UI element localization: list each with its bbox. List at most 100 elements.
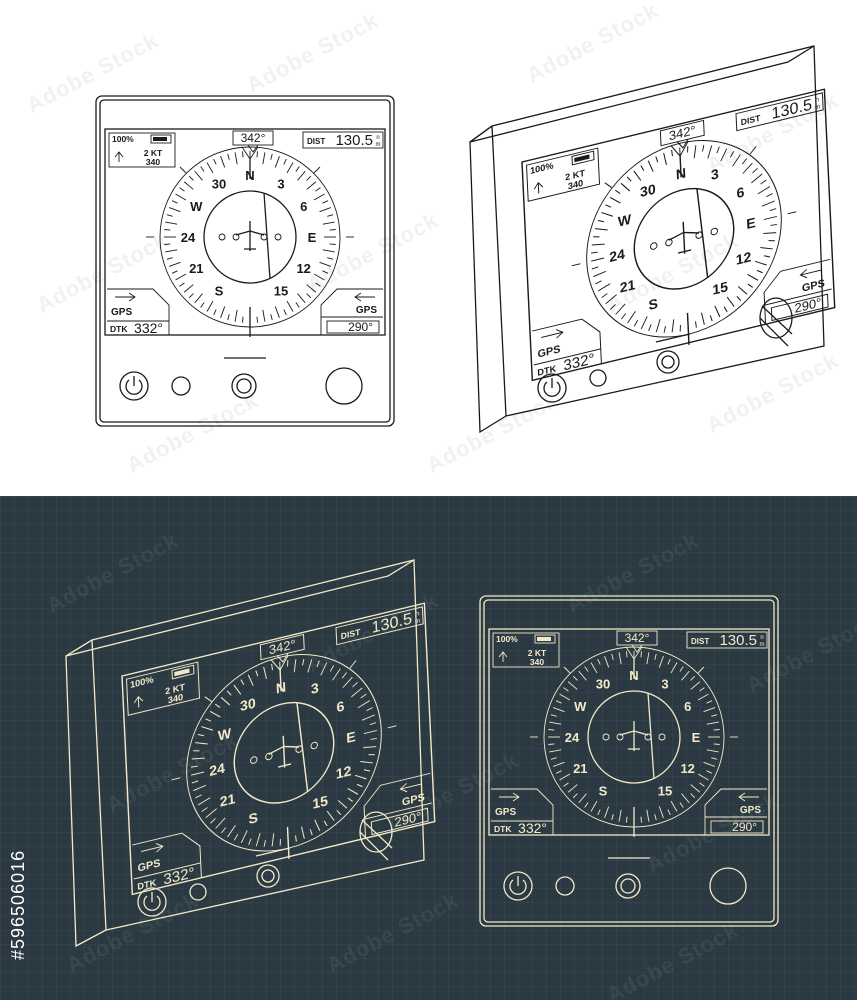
wind-speed: 2 KT	[165, 682, 186, 697]
compass-tick	[553, 707, 565, 713]
compass-tick	[679, 666, 684, 672]
compass-label: 15	[712, 278, 728, 297]
dtk-value: 332°	[518, 820, 547, 836]
compass-tick	[605, 204, 612, 208]
right-arrow-icon	[354, 292, 375, 302]
battery-icon	[534, 634, 556, 644]
compass-tick	[687, 145, 689, 153]
compass-tick	[263, 666, 267, 680]
compass-tick	[315, 282, 321, 287]
left-source-label: GPS	[137, 857, 160, 874]
compass-tick	[233, 833, 239, 841]
compass-tick	[667, 658, 671, 665]
deviation-bar	[696, 188, 709, 279]
compass-tick	[309, 829, 313, 836]
index-mark	[349, 660, 357, 669]
compass-tick	[356, 783, 363, 788]
compass-label: E	[692, 730, 701, 745]
compass-tick	[655, 156, 659, 163]
compass-tick	[360, 761, 373, 764]
compass-tick	[690, 675, 696, 681]
compass-tick	[620, 182, 631, 192]
cdi-dot	[658, 733, 666, 741]
compass-tick	[169, 207, 181, 213]
compass-label: 30	[240, 695, 256, 714]
compass-tick	[597, 658, 601, 665]
compass-tick	[342, 676, 353, 688]
compass-label: S	[648, 295, 658, 313]
compass-tick	[164, 229, 171, 231]
compass-tick	[548, 729, 555, 731]
compass-tick	[175, 193, 187, 201]
heading-value: 342°	[625, 631, 650, 645]
compass-label: E	[746, 214, 756, 232]
compass-tick	[605, 294, 617, 305]
crs-value: 290°	[732, 820, 757, 834]
cdi-ring	[587, 690, 681, 784]
dist-box	[686, 631, 768, 649]
compass-tick	[703, 761, 715, 767]
cdi-ring	[233, 701, 335, 804]
compass-tick	[193, 784, 207, 792]
compass-tick	[633, 319, 639, 327]
power-button	[119, 371, 149, 401]
dist-unit-bottom: m	[815, 104, 821, 112]
compass-tick	[591, 257, 605, 262]
compass-label: S	[248, 809, 258, 827]
bezel-top	[65, 559, 415, 657]
compass-tick	[198, 797, 211, 806]
compass-label: 6	[336, 698, 345, 716]
compass-tick	[352, 681, 358, 688]
compass-tick	[701, 312, 705, 325]
compass-tick	[714, 305, 721, 318]
knob	[709, 867, 747, 905]
compass-tick	[293, 659, 297, 673]
small-button	[171, 376, 191, 396]
index-mark	[571, 263, 581, 267]
compass-label: S	[599, 784, 608, 799]
compass-tick	[618, 652, 622, 665]
compass-tick	[183, 181, 194, 190]
compass-tick	[322, 200, 329, 204]
compass-tick	[591, 243, 605, 246]
battery-fill	[174, 668, 190, 677]
small-button	[189, 883, 207, 901]
compass-tick	[763, 255, 771, 258]
compass-tick	[234, 152, 238, 165]
compass-tick	[597, 809, 601, 816]
compass-tick	[274, 306, 280, 318]
index-mark	[313, 166, 321, 174]
bezel-inner	[99, 99, 391, 423]
compass-tick	[220, 306, 226, 318]
compass-tick	[729, 151, 735, 158]
compass-tick	[306, 181, 317, 190]
compass-tick	[593, 270, 607, 278]
compass-tick	[567, 681, 578, 690]
compass-tick	[363, 769, 371, 772]
compass-tick	[646, 652, 650, 665]
compass-tick	[279, 838, 281, 846]
course-pointer	[679, 155, 682, 178]
compass-label: 24	[565, 730, 580, 745]
compass-tick	[742, 162, 753, 174]
compass-tick	[584, 666, 589, 672]
left-arrow-icon	[499, 792, 520, 802]
index-mark	[697, 666, 705, 674]
compass-tick	[363, 746, 377, 748]
compass-tick	[213, 309, 217, 316]
compass-tick	[227, 314, 230, 321]
compass-tick	[205, 808, 217, 819]
compass-tick	[200, 302, 205, 308]
compass-tick	[206, 162, 214, 174]
heading-box	[232, 130, 274, 146]
compass-tick	[226, 690, 232, 696]
course-tail	[686, 312, 690, 345]
compass-tick	[648, 324, 652, 331]
compass-label: 30	[640, 181, 656, 200]
dist-value: 130.5	[371, 610, 412, 637]
crs-value: 290°	[348, 320, 373, 334]
dtk-value: 332°	[134, 320, 163, 336]
compass-tick	[314, 819, 321, 832]
